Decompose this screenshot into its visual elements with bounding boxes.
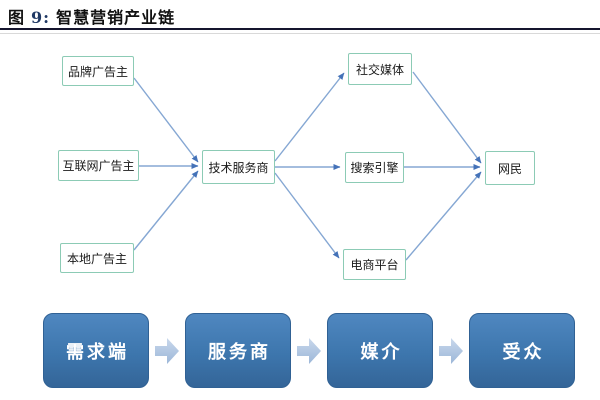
node-local-advertiser: 本地广告主 [60, 243, 134, 273]
title-underline [0, 28, 600, 30]
chevron-right-icon [439, 337, 463, 364]
figure-title-text: 智慧营销产业链 [56, 8, 176, 27]
node-ecommerce-platform: 电商平台 [343, 249, 406, 280]
chain-stage-audience: 受众 [469, 313, 575, 388]
node-social-media: 社交媒体 [348, 53, 412, 85]
node-internet-advertiser: 互联网广告主 [58, 150, 139, 181]
chain-stage-service-provider: 服务商 [185, 313, 291, 388]
chain-stage-demand-side: 需求端 [43, 313, 149, 388]
figure-title: 图 9: 智慧营销产业链 [8, 4, 592, 28]
node-brand-advertiser: 品牌广告主 [62, 56, 134, 86]
node-search-engine: 搜索引擎 [345, 152, 404, 183]
process-chain: 需求端 服务商 媒介 受众 [43, 313, 575, 388]
figure-label-prefix: 图 [8, 8, 26, 27]
title-underline-light [0, 33, 600, 34]
chain-stage-media: 媒介 [327, 313, 433, 388]
node-netizens: 网民 [485, 151, 535, 185]
chevron-right-icon [297, 337, 321, 364]
node-tech-service-provider: 技术服务商 [202, 150, 275, 184]
figure-number: 9: [31, 8, 51, 27]
chevron-right-icon [155, 337, 179, 364]
